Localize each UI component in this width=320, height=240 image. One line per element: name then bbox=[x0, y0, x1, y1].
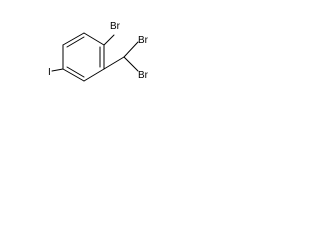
ring-bond-top-left bbox=[62, 32, 85, 46]
ring-double-bond-top-left bbox=[66, 36, 85, 48]
atom-label-iodine: I bbox=[48, 67, 51, 78]
atom-label-br-bottom: Br bbox=[138, 70, 149, 81]
molecule-diagram: Br Br Br I bbox=[48, 21, 149, 82]
ring-bond-top-right bbox=[83, 32, 105, 46]
atom-label-br-ring: Br bbox=[110, 21, 121, 32]
atom-label-br-top: Br bbox=[138, 35, 149, 46]
bond-ring-to-br bbox=[103, 34, 115, 46]
bond-ring-to-chbr2 bbox=[103, 56, 125, 70]
bond-chbr2-to-br-top bbox=[123, 41, 139, 58]
ring-bond-bottom-right bbox=[83, 68, 105, 82]
bond-chbr2-to-br-bottom bbox=[123, 56, 139, 72]
bond-ring-to-iodine bbox=[51, 68, 64, 72]
ring-bond-bottom-left bbox=[62, 68, 85, 82]
ring-double-bond-bottom-left bbox=[66, 66, 85, 78]
